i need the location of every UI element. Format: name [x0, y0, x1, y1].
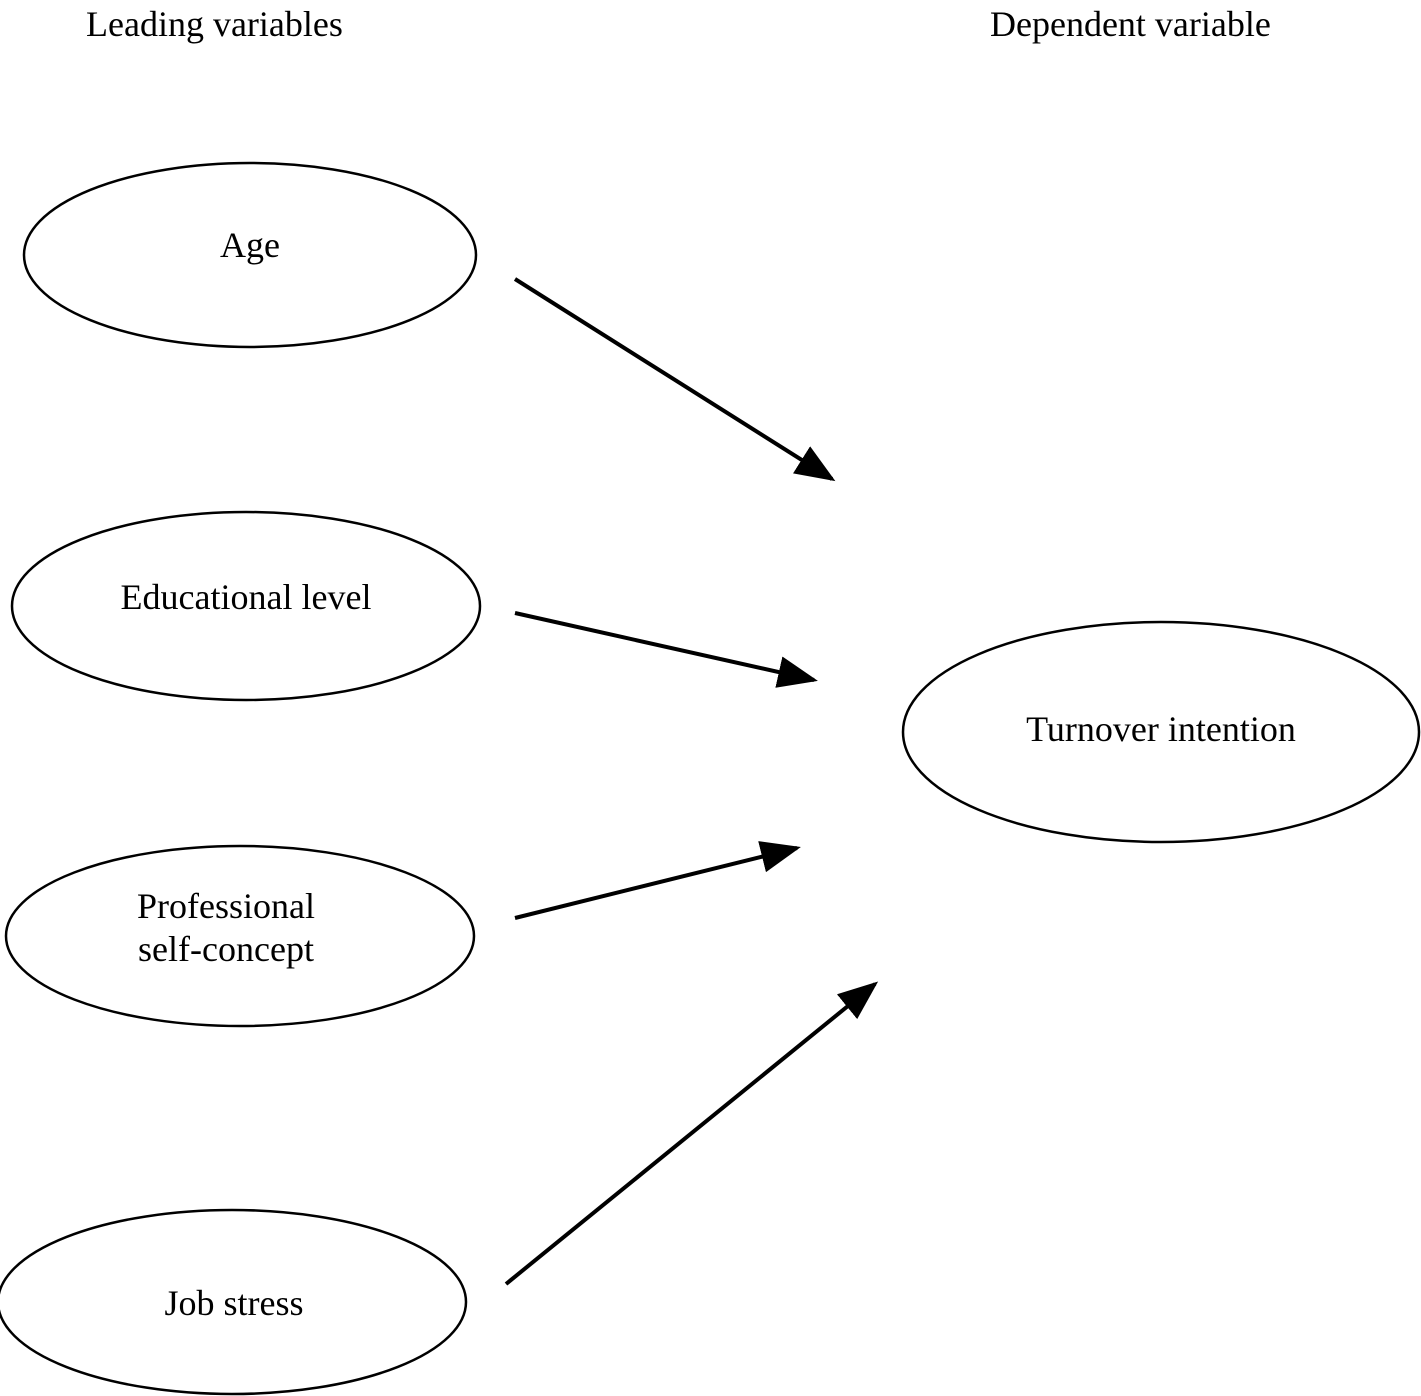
age-label: Age — [24, 200, 476, 290]
educational-level-node — [10, 510, 482, 702]
educational-level-label: Educational level — [12, 552, 480, 642]
turnover-intention-label: Turnover intention — [903, 684, 1419, 774]
professional-self-concept-label: Professional self-concept — [6, 880, 446, 976]
leading-variables-header: Leading variables — [86, 4, 343, 44]
age-node — [22, 161, 478, 349]
job-stress-label: Job stress — [0, 1258, 468, 1348]
job-stress-label-text: Job stress — [164, 1282, 304, 1323]
age-label-text: Age — [220, 224, 280, 265]
professional-self-concept-node — [4, 844, 476, 1028]
professional-self-concept-line1: Professional — [137, 886, 315, 926]
edge-age-to-turnover — [513, 277, 836, 482]
job-stress-node — [0, 1208, 468, 1396]
edge-job-stress-to-turnover — [504, 981, 879, 1286]
turnover-intention-node — [901, 620, 1421, 844]
professional-self-concept-line2: self-concept — [138, 929, 314, 969]
educational-level-label-text: Educational level — [120, 576, 372, 617]
dependent-variable-header: Dependent variable — [990, 4, 1271, 44]
edge-self-concept-to-turnover — [514, 841, 801, 920]
edge-education-to-turnover — [514, 611, 818, 688]
turnover-intention-label-text: Turnover intention — [1026, 708, 1296, 749]
